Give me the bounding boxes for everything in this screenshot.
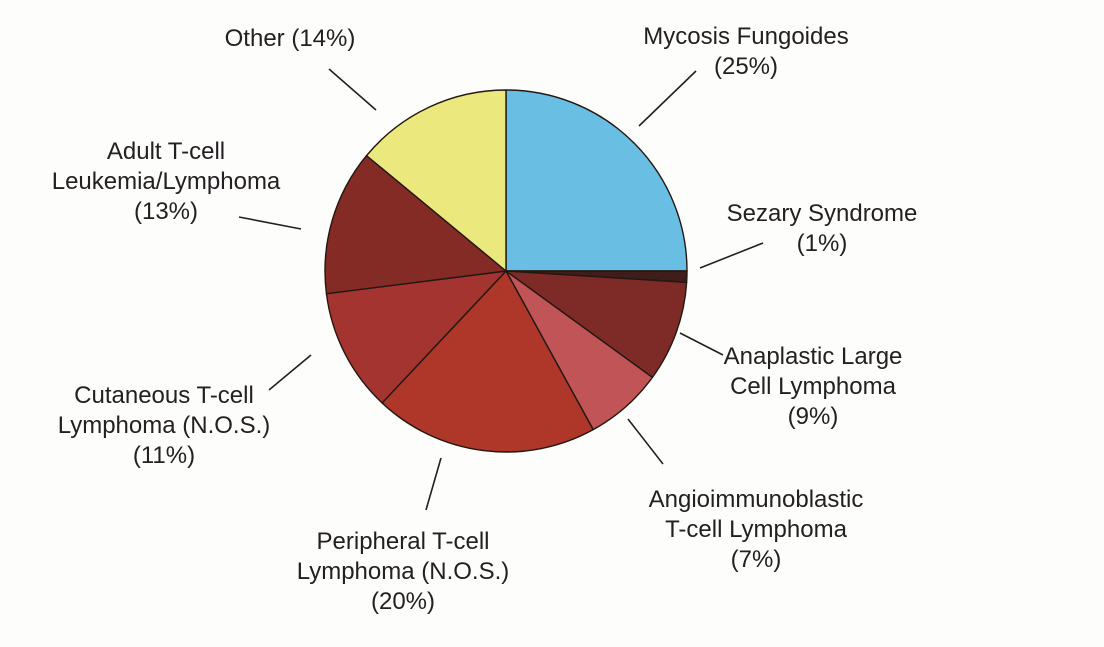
slice-label-line: (1%) — [796, 230, 848, 257]
leader-line-6 — [238, 216, 302, 230]
slice-label-line: T-cell Lymphoma — [665, 516, 847, 543]
slice-label-line: (9%) — [787, 403, 839, 430]
slice-label-line: (13%) — [133, 198, 199, 225]
pie-slice-4 — [381, 270, 594, 453]
slice-label-line: Other (14%) — [224, 25, 356, 52]
slice-label-anaplastic-large-cell-lymphoma: Anaplastic Large Cell Lymphoma (9%) — [724, 342, 903, 432]
leader-line-0 — [638, 70, 697, 127]
leader-line-7 — [328, 68, 377, 111]
pie-slice-2 — [505, 270, 688, 379]
slice-label-line: (7%) — [730, 546, 782, 573]
slice-label-adult-t-cell-leukemia-lymphoma: Adult T-cell Leukemia/Lymphoma (13%) — [52, 137, 281, 227]
slice-label-peripheral-t-cell-lymphoma: Peripheral T-cell Lymphoma (N.O.S.) (20%… — [297, 527, 510, 617]
slice-label-mycosis-fungoides: Mycosis Fungoides (25%) — [643, 22, 848, 82]
slice-label-angioimmunoblastic-t-cell-lymphoma: Angioimmunoblastic T-cell Lymphoma (7%) — [649, 485, 864, 575]
slice-label-line: (25%) — [713, 53, 779, 80]
slice-label-line: Peripheral T-cell — [316, 528, 490, 555]
leader-line-1 — [699, 242, 764, 269]
pie-slice-0 — [505, 89, 688, 272]
leader-line-3 — [627, 418, 664, 465]
slice-label-line: Leukemia/Lymphoma — [51, 168, 281, 195]
leader-line-5 — [268, 354, 312, 391]
slice-label-line: Angioimmunoblastic — [648, 486, 864, 513]
slice-label-line: Mycosis Fungoides — [643, 23, 849, 50]
leader-line-2 — [679, 332, 724, 356]
slice-label-line: Anaplastic Large — [723, 343, 903, 370]
slice-label-line: (20%) — [370, 588, 436, 615]
slice-label-line: (11%) — [132, 442, 196, 469]
slice-label-sezary-syndrome: Sezary Syndrome (1%) — [727, 199, 918, 259]
pie-slice-6 — [324, 154, 507, 295]
slice-label-line: Lymphoma (N.O.S.) — [296, 558, 510, 585]
slice-label-line: Sezary Syndrome — [726, 200, 918, 227]
slice-label-line: Cell Lymphoma — [730, 373, 896, 400]
leader-line-4 — [425, 457, 442, 511]
pie-slice-7 — [365, 89, 507, 272]
slice-label-cutaneous-t-cell-lymphoma: Cutaneous T-cell Lymphoma (N.O.S.) (11%) — [58, 381, 271, 471]
slice-label-other: Other (14%) — [225, 24, 356, 54]
slice-label-line: Cutaneous T-cell — [74, 382, 254, 409]
slice-label-line: Lymphoma (N.O.S.) — [57, 412, 271, 439]
slice-label-line: Adult T-cell — [106, 138, 226, 165]
pie-slice-5 — [325, 270, 507, 404]
